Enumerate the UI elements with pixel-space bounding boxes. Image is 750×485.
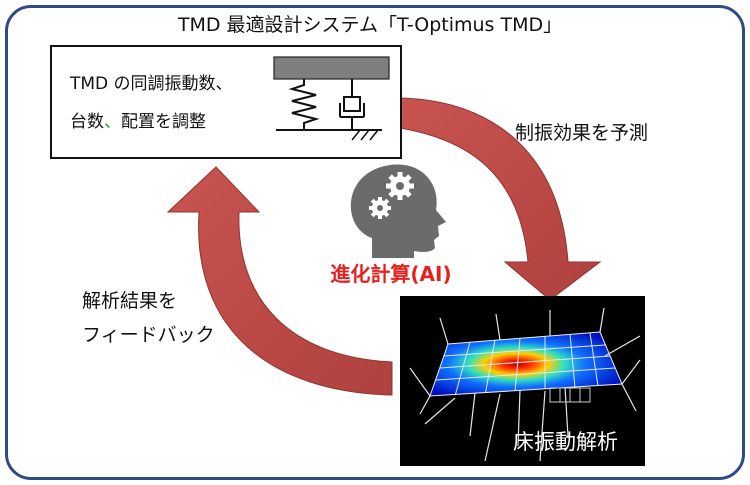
param-placement-text: 配置を調整 [121,112,206,132]
tmd-parameter-box: TMD の同調振動数、 台数、配置を調整 [50,45,402,159]
feedback-arrow [166,166,393,396]
param-text-line-2: 台数、配置を調整 [70,107,206,132]
param-count-text: 台数 [70,112,104,132]
floor-vibration-heatmap [409,307,641,462]
evolutionary-computation-label: 進化計算(AI) [330,262,452,286]
feedback-label-line-1: 解析結果を [82,290,178,312]
tmd-spring-damper-icon [273,56,390,141]
param-separator: 、 [104,112,121,132]
floor-vibration-analysis-label: 床振動解析 [513,430,618,454]
param-text-line-1: TMD の同調振動数、 [70,74,233,94]
floor-vibration-panel [400,296,645,466]
predict-effect-label: 制振効果を予測 [515,122,649,144]
diagram-title: TMD 最適設計システム「T-Optimus TMD」 [177,14,563,36]
ai-head-gears-icon [350,164,446,258]
predict-arrow [399,97,602,301]
feedback-label-line-2: フィードバック [82,324,215,346]
